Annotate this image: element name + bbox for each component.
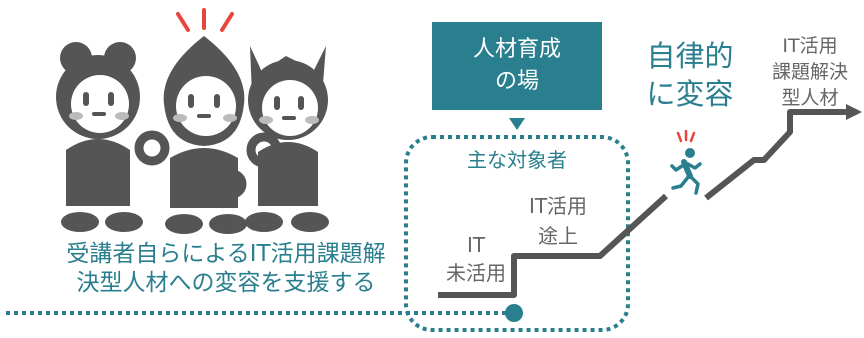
training-place-line-2: の場: [495, 69, 539, 94]
caption-line-1: 受講者自らによるIT活用課題解: [66, 241, 385, 267]
start-marker: [505, 304, 523, 322]
transform-line-1: 自律的: [646, 39, 733, 73]
transform-line-2: に変容: [646, 77, 733, 111]
stage-3-line-1: IT活用: [782, 35, 837, 57]
down-arrow-icon: [509, 118, 525, 130]
target-label: 主な対象者: [467, 148, 567, 172]
stage-1-line-2: 未活用: [446, 261, 506, 285]
alert-marks-icon: [676, 129, 696, 143]
person-icon: [56, 42, 143, 232]
alert-marks-icon: [176, 8, 234, 32]
person-icon: [163, 36, 247, 234]
stage-1-line-1: IT: [467, 233, 486, 257]
growth-path-lower: [438, 193, 669, 298]
joined-hands: [134, 130, 282, 199]
stage-3-line-2: 課題解決: [772, 61, 848, 83]
growth-path-upper: [704, 109, 848, 201]
stage-2-line-1: IT活用: [529, 194, 587, 218]
person-group-illustration: [56, 8, 329, 234]
arrow-head-icon: [846, 104, 862, 120]
caption-line-2: 決型人材への変容を支援する: [77, 270, 376, 296]
running-person-icon: [670, 148, 702, 195]
training-place-line-1: 人材育成: [473, 37, 561, 62]
person-icon: [245, 46, 329, 232]
stage-2-line-2: 途上: [538, 224, 578, 248]
stage-3-line-3: 型人材: [781, 87, 838, 109]
training-place-box: [432, 22, 602, 110]
